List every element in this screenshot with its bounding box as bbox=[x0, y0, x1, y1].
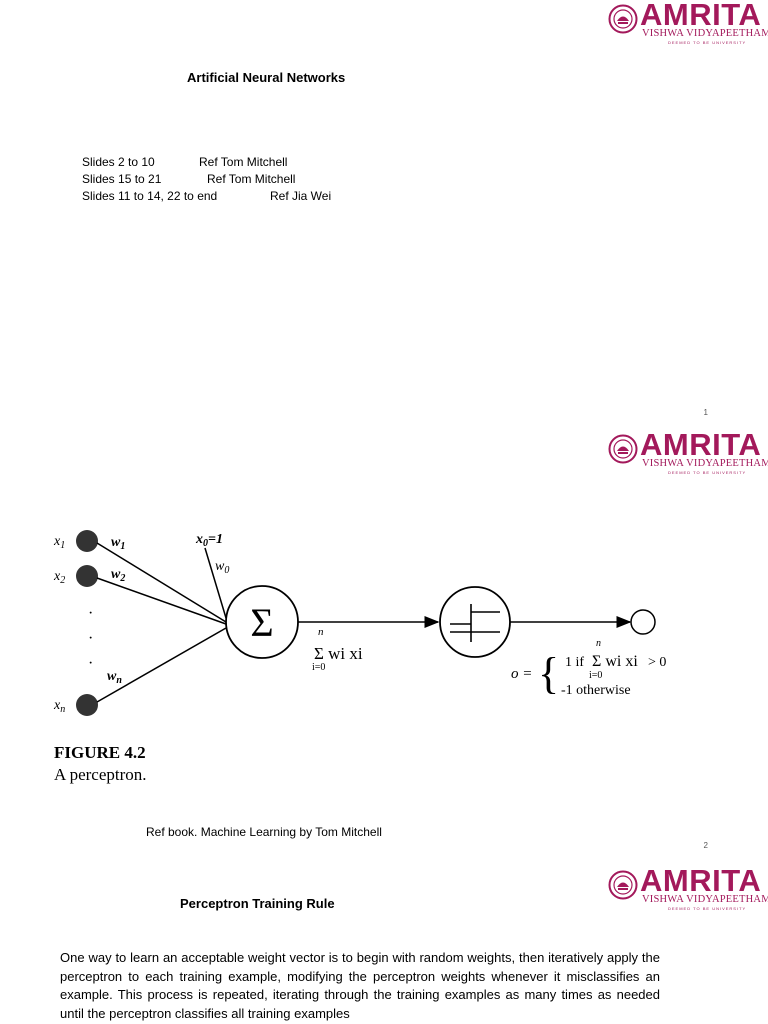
threshold-node bbox=[439, 586, 511, 658]
ref-source: Ref Tom Mitchell bbox=[207, 172, 296, 186]
ellipsis-dot: · bbox=[88, 605, 93, 622]
ref-slides: Slides 11 to 14, 22 to end bbox=[82, 189, 218, 203]
output-brace: { bbox=[538, 649, 559, 698]
ref-line: Slides 11 to 14, 22 to end Ref Jia Wei bbox=[82, 189, 331, 203]
body-paragraph: One way to learn an acceptable weight ve… bbox=[60, 950, 660, 1021]
output-node bbox=[630, 609, 656, 635]
figure-caption: A perceptron. bbox=[54, 765, 147, 784]
slide-title: Perceptron Training Rule bbox=[180, 896, 335, 911]
slide-2: AMRITA VISHWA VIDYAPEETHAM DEEMED TO BE … bbox=[0, 427, 768, 860]
figure-number: FIGURE 4.2 bbox=[54, 743, 146, 762]
edge-w1 bbox=[96, 542, 227, 623]
output-case1-sum-upper: n bbox=[596, 638, 601, 649]
bias-input-label: x0=1 bbox=[195, 532, 223, 549]
weight-label-w2: w2 bbox=[111, 567, 125, 584]
bias-weight-label: w0 bbox=[215, 559, 229, 576]
ref-source: Ref Tom Mitchell bbox=[199, 155, 288, 169]
ref-slides: Slides 2 to 10 bbox=[82, 155, 155, 169]
summation-symbol: Σ bbox=[250, 600, 273, 645]
brand-name: AMRITA bbox=[640, 427, 762, 462]
brand-tagline: DEEMED TO BE UNIVERSITY bbox=[668, 470, 747, 475]
sum-formula: Σ wi xi bbox=[314, 644, 363, 663]
output-case1-sum-lower: i=0 bbox=[589, 670, 602, 681]
input-node-x2 bbox=[76, 565, 98, 587]
sum-formula-lower: i=0 bbox=[312, 662, 325, 673]
page-number: 1 bbox=[703, 408, 708, 417]
sum-formula-upper: n bbox=[318, 626, 324, 638]
page-number: 2 bbox=[703, 841, 708, 850]
output-case1-tail: > 0 bbox=[648, 655, 666, 670]
edge-w2 bbox=[96, 577, 227, 625]
perceptron-diagram: x1 x2 xn · · · w1 w2 wn x0=1 w0 Σ n Σ wi… bbox=[53, 530, 666, 716]
output-case1-sum: Σ wi xi bbox=[592, 653, 638, 670]
edge-wn bbox=[96, 627, 227, 703]
weight-label-wn: wn bbox=[107, 669, 122, 686]
brand-subtitle: VISHWA VIDYAPEETHAM bbox=[642, 458, 768, 469]
brand-tagline: DEEMED TO BE UNIVERSITY bbox=[668, 906, 747, 911]
brand-name: AMRITA bbox=[640, 0, 762, 32]
output-case1: 1 if bbox=[565, 655, 584, 670]
output-label: o = bbox=[511, 666, 532, 682]
brand-subtitle: VISHWA VIDYAPEETHAM bbox=[642, 894, 768, 905]
weight-label-w1: w1 bbox=[111, 535, 125, 552]
input-label-xn: xn bbox=[53, 698, 65, 715]
ref-source: Ref Jia Wei bbox=[270, 189, 332, 203]
input-label-x2: x2 bbox=[53, 569, 65, 586]
ellipsis-dot: · bbox=[88, 655, 93, 672]
brand-name: AMRITA bbox=[640, 863, 762, 898]
output-case2: -1 otherwise bbox=[561, 683, 631, 698]
amrita-seal-icon bbox=[608, 870, 638, 900]
edge-w0 bbox=[204, 547, 227, 619]
input-node-x1 bbox=[76, 530, 98, 552]
amrita-logo: AMRITA VISHWA VIDYAPEETHAM DEEMED TO BE … bbox=[608, 863, 768, 911]
amrita-seal-icon bbox=[608, 434, 638, 464]
amrita-logo: AMRITA VISHWA VIDYAPEETHAM DEEMED TO BE … bbox=[608, 427, 768, 475]
slide-1: AMRITA VISHWA VIDYAPEETHAM DEEMED TO BE … bbox=[0, 0, 768, 430]
slide-title: Artificial Neural Networks bbox=[187, 70, 346, 85]
amrita-seal-icon bbox=[608, 4, 638, 34]
figure-reference: Ref book. Machine Learning by Tom Mitche… bbox=[146, 825, 382, 839]
brand-tagline: DEEMED TO BE UNIVERSITY bbox=[668, 40, 747, 45]
ellipsis-dot: · bbox=[88, 630, 93, 647]
brand-subtitle: VISHWA VIDYAPEETHAM bbox=[642, 28, 768, 39]
input-node-xn bbox=[76, 694, 98, 716]
amrita-logo: AMRITA VISHWA VIDYAPEETHAM DEEMED TO BE … bbox=[608, 0, 768, 45]
ref-line: Slides 15 to 21 Ref Tom Mitchell bbox=[82, 172, 295, 186]
slide-3: AMRITA VISHWA VIDYAPEETHAM DEEMED TO BE … bbox=[0, 860, 768, 1024]
ref-slides: Slides 15 to 21 bbox=[82, 172, 162, 186]
input-label-x1: x1 bbox=[53, 534, 65, 551]
ref-line: Slides 2 to 10 Ref Tom Mitchell bbox=[82, 155, 287, 169]
step-function-icon bbox=[450, 604, 500, 642]
